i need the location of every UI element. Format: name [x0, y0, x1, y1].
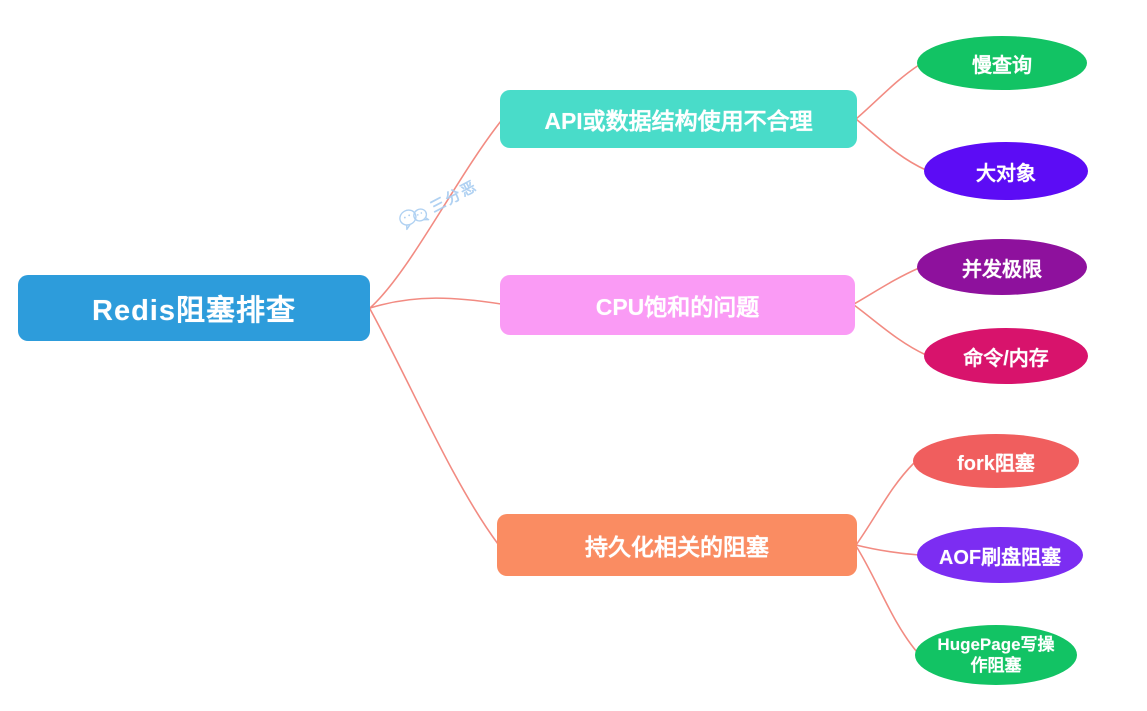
edge-branch1-leaf2	[855, 118, 927, 171]
node-branch-api-datastructure[interactable]: API或数据结构使用不合理	[500, 90, 857, 148]
edge-root-branch3	[369, 308, 499, 545]
watermark-label: 三分恶	[427, 176, 481, 216]
node-leaf-command-memory[interactable]: 命令/内存	[924, 328, 1088, 384]
node-leaf-concurrency-limit[interactable]: 并发极限	[917, 239, 1087, 295]
edge-branch2-leaf2	[853, 304, 927, 356]
edge-branch3-leaf2	[855, 544, 920, 556]
edge-branch3-leaf3	[855, 545, 918, 653]
node-leaf-hugepage-write-blocking[interactable]: HugePage写操作阻塞	[915, 625, 1077, 685]
node-leaf-aof-flush-blocking[interactable]: AOF刷盘阻塞	[917, 527, 1083, 583]
wechat-bubbles-icon	[394, 199, 432, 234]
node-leaf-slow-query[interactable]: 慢查询	[917, 36, 1087, 90]
node-root-redis-blocking[interactable]: Redis阻塞排查	[18, 275, 370, 341]
edge-branch2-leaf1	[853, 267, 920, 305]
node-branch-cpu-saturation[interactable]: CPU饱和的问题	[500, 275, 855, 335]
edge-root-branch1	[369, 120, 502, 309]
edge-branch3-leaf1	[855, 462, 915, 546]
watermark: 三分恶	[394, 173, 481, 235]
edge-root-branch2	[369, 297, 502, 309]
edge-branch1-leaf1	[855, 64, 920, 120]
node-leaf-big-object[interactable]: 大对象	[924, 142, 1088, 200]
node-leaf-fork-blocking[interactable]: fork阻塞	[913, 434, 1079, 488]
node-branch-persistence-blocking[interactable]: 持久化相关的阻塞	[497, 514, 857, 576]
